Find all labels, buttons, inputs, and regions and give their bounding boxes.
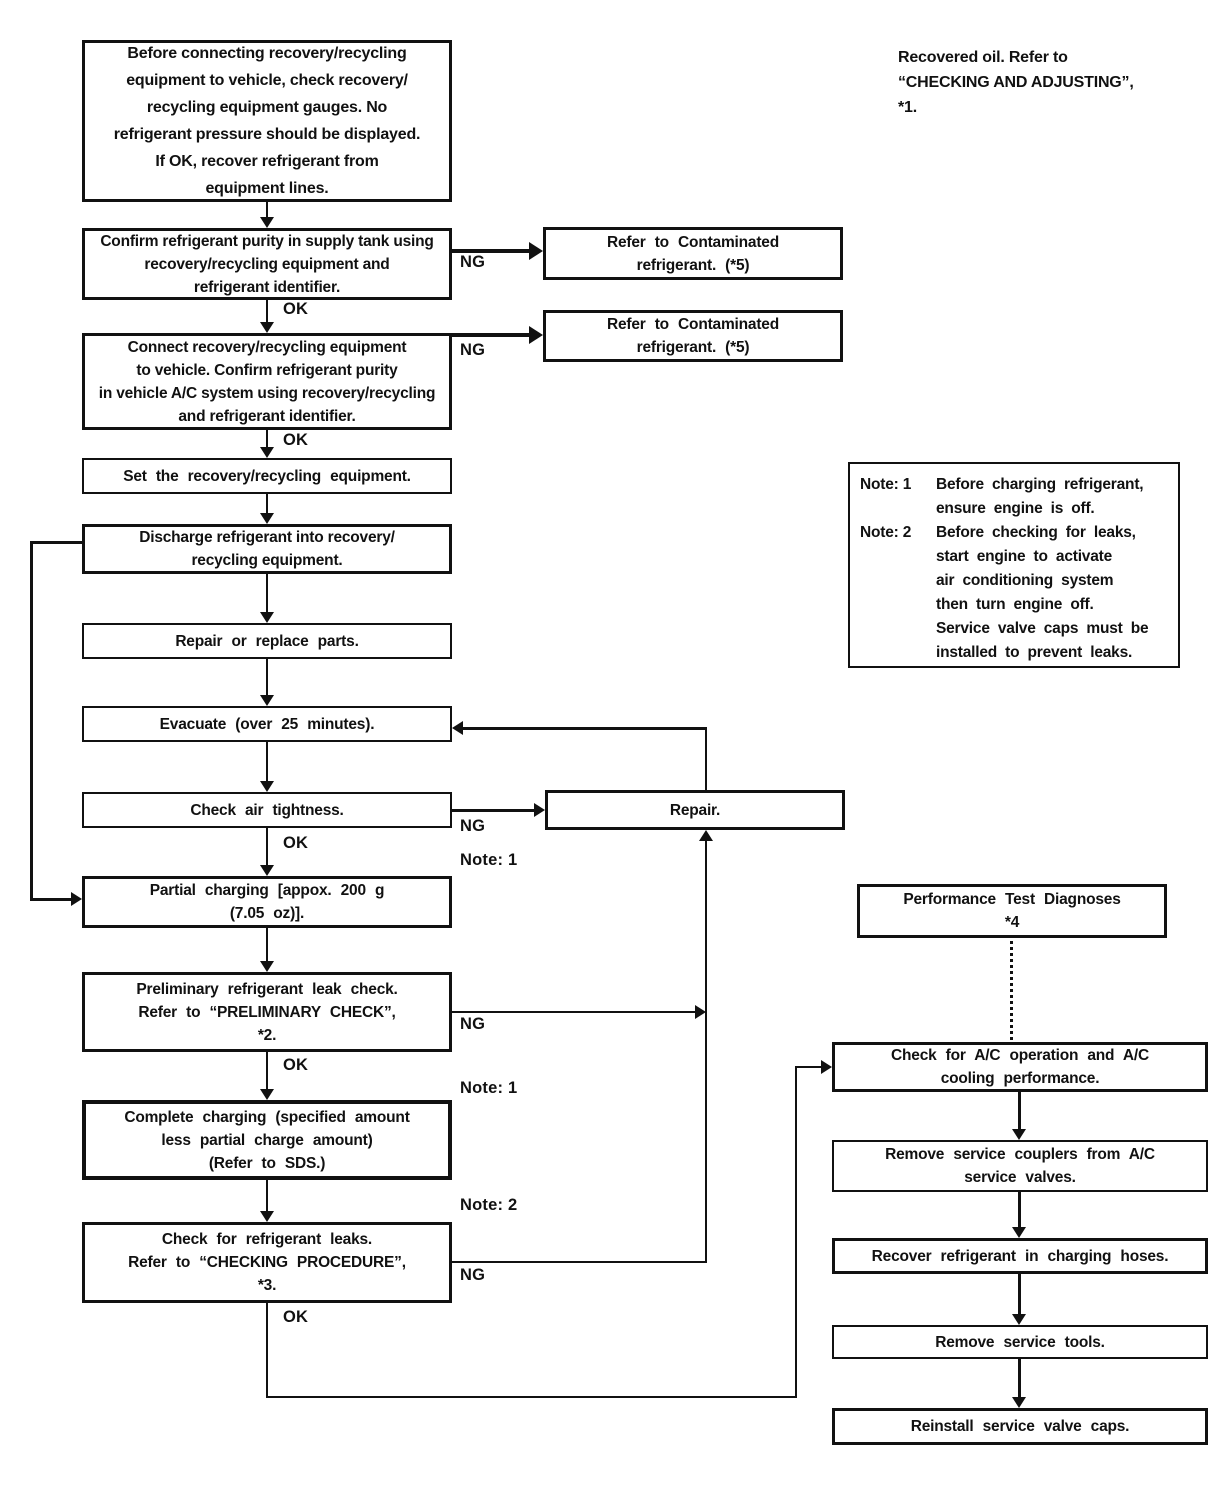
flow-line-ng <box>452 809 535 812</box>
flow-line-ng <box>452 1261 707 1263</box>
flow-line <box>266 1303 268 1398</box>
arrow-down-icon <box>260 781 274 792</box>
arrow-left-icon <box>452 721 463 735</box>
flow-node-check-refrigerant-leaks: Check for refrigerant leaks. Refer to “C… <box>82 1222 452 1303</box>
note1-ref-complete-charging: Note: 1 <box>460 1079 518 1097</box>
arrow-up-icon <box>699 830 713 841</box>
flow-node-reinstall-valve-caps: Reinstall service valve caps. <box>832 1408 1208 1445</box>
flow-node-complete-charging: Complete charging (specified amount less… <box>82 1100 452 1180</box>
flow-node-partial-charging: Partial charging [appox. 200 g (7.05 oz)… <box>82 876 452 928</box>
ok-label-preliminary: OK <box>283 1056 309 1074</box>
flow-node-repair: Repair. <box>545 790 845 830</box>
flow-node-set-equipment: Set the recovery/recycling equipment. <box>82 458 452 494</box>
flow-node-discharge-refrigerant: Discharge refrigerant into recovery/ rec… <box>82 524 452 574</box>
arrow-right-icon <box>529 326 543 344</box>
arrow-right-icon <box>529 242 543 260</box>
arrow-right-icon <box>695 1005 706 1019</box>
arrow-down-icon <box>260 447 274 458</box>
flow-line <box>1018 1092 1021 1130</box>
ng-label-preliminary: NG <box>460 1015 486 1033</box>
arrow-down-icon <box>260 865 274 876</box>
note-1-text: Before charging refrigerant, ensure engi… <box>936 476 1144 517</box>
arrow-right-icon <box>821 1060 832 1074</box>
flow-line <box>30 541 82 544</box>
flow-line <box>1018 1274 1021 1315</box>
flow-node-recover-refrigerant-hoses: Recover refrigerant in charging hoses. <box>832 1238 1208 1274</box>
recovered-oil-annotation: Recovered oil. Refer to “CHECKING AND AD… <box>898 49 1134 116</box>
flow-line <box>266 659 268 696</box>
flow-node-contaminated-refrigerant-1: Refer to Contaminated refrigerant. (*5) <box>543 227 843 280</box>
ok-label-supply-tank: OK <box>283 300 309 318</box>
flow-node-evacuate: Evacuate (over 25 minutes). <box>82 706 452 742</box>
arrow-down-icon <box>260 961 274 972</box>
flow-line <box>266 828 268 866</box>
flow-line <box>266 1180 268 1212</box>
arrow-down-icon <box>260 1211 274 1222</box>
flow-line <box>266 742 268 782</box>
note-2-label: Note: 2 <box>860 524 912 541</box>
flow-line <box>705 841 707 1263</box>
flow-node-repair-or-replace: Repair or replace parts. <box>82 623 452 659</box>
arrow-down-icon <box>260 1089 274 1100</box>
flow-line <box>30 898 72 901</box>
flow-line <box>266 494 268 514</box>
ng-label-air-tightness: NG <box>460 817 486 835</box>
flow-line <box>266 430 268 448</box>
note-row-1: Note: 1 Before charging refrigerant, ens… <box>860 473 1170 521</box>
flow-line-ng <box>452 1011 695 1013</box>
dotted-link-line <box>1010 941 1013 1040</box>
flow-line <box>266 928 268 962</box>
flow-node-confirm-purity-supply-tank: Confirm refrigerant purity in supply tan… <box>82 228 452 300</box>
note-row-2: Note: 2 Before checking for leaks, start… <box>860 521 1170 665</box>
flow-line <box>30 541 33 901</box>
arrow-down-icon <box>1012 1397 1026 1408</box>
ok-label-connect: OK <box>283 431 309 449</box>
flow-node-check-ac-operation: Check for A/C operation and A/C cooling … <box>832 1042 1208 1092</box>
arrow-down-icon <box>260 612 274 623</box>
flow-line <box>266 202 268 220</box>
arrow-down-icon <box>260 513 274 524</box>
flow-line <box>1018 1192 1021 1228</box>
arrow-right-icon <box>71 892 82 906</box>
flow-line <box>266 574 268 613</box>
ng-label-connect: NG <box>460 341 486 359</box>
flow-line <box>795 1066 822 1068</box>
arrow-down-icon <box>1012 1129 1026 1140</box>
flow-line-ng <box>452 333 532 337</box>
ng-label-leak-check: NG <box>460 1266 486 1284</box>
ok-label-air-tightness: OK <box>283 834 309 852</box>
notes-box: Note: 1 Before charging refrigerant, ens… <box>848 462 1180 668</box>
ok-label-leak-check: OK <box>283 1308 309 1326</box>
ng-label-supply-tank: NG <box>460 253 486 271</box>
note2-ref-leak-check: Note: 2 <box>460 1196 518 1214</box>
flow-node-check-equipment-gauges: Before connecting recovery/recycling equ… <box>82 40 452 202</box>
flow-line <box>705 727 707 790</box>
flow-node-contaminated-refrigerant-2: Refer to Contaminated refrigerant. (*5) <box>543 310 843 362</box>
arrow-right-icon <box>534 803 545 817</box>
note-2-text: Before checking for leaks, start engine … <box>936 524 1149 661</box>
flow-line <box>1018 1359 1021 1398</box>
arrow-down-icon <box>1012 1227 1026 1238</box>
flow-line <box>795 1066 797 1398</box>
flow-line-ng <box>452 249 532 253</box>
flow-node-connect-equipment-confirm-purity: Connect recovery/recycling equipment to … <box>82 333 452 430</box>
arrow-down-icon <box>260 322 274 333</box>
arrow-down-icon <box>260 217 274 228</box>
note1-ref-partial-charging: Note: 1 <box>460 851 518 869</box>
arrow-down-icon <box>1012 1314 1026 1325</box>
flow-node-performance-test-diagnoses: Performance Test Diagnoses *4 <box>857 884 1167 938</box>
flow-node-remove-service-couplers: Remove service couplers from A/C service… <box>832 1140 1208 1192</box>
flow-line <box>266 300 268 323</box>
flow-node-preliminary-leak-check: Preliminary refrigerant leak check. Refe… <box>82 972 452 1052</box>
flow-node-check-air-tightness: Check air tightness. <box>82 792 452 828</box>
flow-line <box>266 1396 797 1398</box>
arrow-down-icon <box>260 695 274 706</box>
note-1-label: Note: 1 <box>860 476 912 493</box>
flow-line <box>266 1052 268 1090</box>
flow-line <box>462 727 707 730</box>
flow-node-remove-service-tools: Remove service tools. <box>832 1325 1208 1359</box>
